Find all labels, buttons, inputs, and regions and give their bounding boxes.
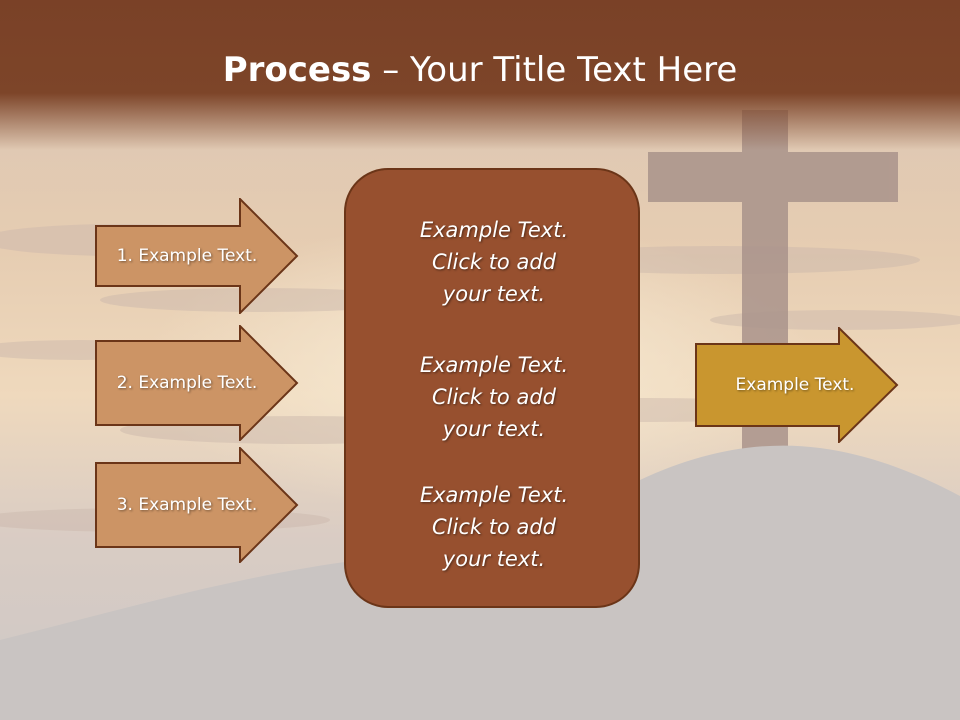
input-arrow-2[interactable]: 2. Example Text. — [95, 325, 299, 441]
center-process-box[interactable]: Example Text. Click to add your text. Ex… — [344, 168, 640, 608]
page-title: Process – Your Title Text Here — [0, 50, 960, 90]
center-text-line: Click to add — [431, 385, 556, 409]
center-text-line: Example Text. — [419, 483, 569, 507]
input-arrow-1[interactable]: 1. Example Text. — [95, 198, 299, 314]
output-arrow[interactable]: Example Text. — [695, 327, 899, 443]
arrow-shape — [95, 198, 299, 314]
center-text-block-1[interactable]: Example Text. Click to add your text. — [346, 214, 642, 310]
center-text-line: your text. — [442, 282, 546, 306]
arrow-shape — [95, 447, 299, 563]
title-rest: – Your Title Text Here — [371, 50, 738, 90]
center-text-block-3[interactable]: Example Text. Click to add your text. — [346, 479, 642, 575]
center-text-line: Example Text. — [419, 353, 569, 377]
center-text-line: Click to add — [431, 250, 556, 274]
arrow-shape — [695, 327, 899, 443]
center-text-block-2[interactable]: Example Text. Click to add your text. — [346, 349, 642, 445]
center-text-line: your text. — [442, 547, 546, 571]
input-arrow-3[interactable]: 3. Example Text. — [95, 447, 299, 563]
center-text-line: your text. — [442, 417, 546, 441]
center-text-line: Click to add — [431, 515, 556, 539]
center-text-line: Example Text. — [419, 218, 569, 242]
arrow-shape — [95, 325, 299, 441]
input-arrow-label: 3. Example Text. — [116, 495, 258, 515]
input-arrow-label: 2. Example Text. — [116, 373, 258, 393]
output-arrow-label: Example Text. — [735, 375, 855, 395]
input-arrow-label: 1. Example Text. — [116, 246, 258, 266]
title-bold: Process — [222, 50, 372, 90]
